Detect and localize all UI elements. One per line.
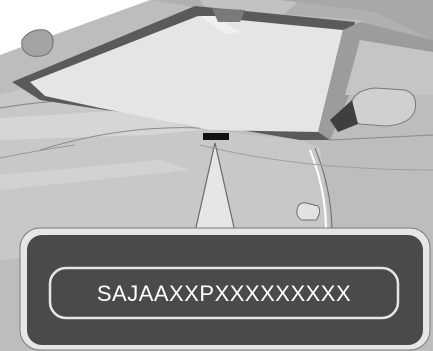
vin-number-text: SAJAAXXPXXXXXXXXX bbox=[97, 281, 351, 306]
right-wing-mirror bbox=[350, 88, 416, 126]
door-handle bbox=[297, 203, 320, 220]
vin-plate-marker bbox=[203, 133, 229, 140]
